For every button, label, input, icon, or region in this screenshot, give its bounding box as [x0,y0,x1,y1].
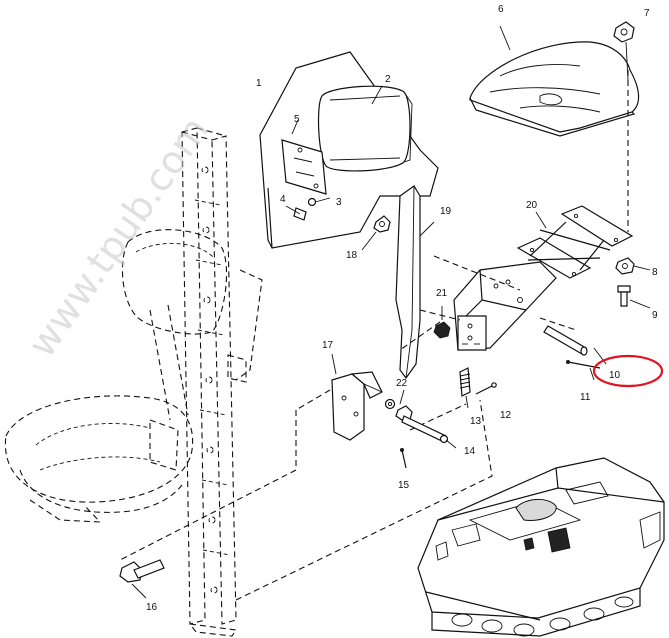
part-2-headrest [317,85,413,172]
part-19-rail [395,185,435,380]
part-1-panel [259,51,439,249]
part-6-seat-pan [469,25,640,137]
part-15-cotter [399,447,407,469]
phantom-seat-assembly [4,127,263,637]
watermark-text: www.tpub.com [19,109,217,365]
part-10-pin [543,325,588,356]
callout-2: 2 [385,74,391,85]
highlight-ellipse-part-10 [592,354,664,388]
vehicle-locator-illustration [417,457,665,637]
callout-15: 15 [398,480,410,491]
part-12-pin [475,382,497,395]
part-21-nut [433,306,451,339]
callout-5: 5 [294,114,300,125]
part-13-spring [459,367,471,409]
callout-3: 3 [336,197,342,208]
callout-22: 22 [396,378,408,389]
part-16-bolt [119,559,165,599]
callout-16: 16 [146,602,158,613]
callout-14: 14 [464,446,476,457]
callout-6: 6 [498,4,504,15]
part-7-nut [613,21,635,81]
callout-1: 1 [256,78,262,89]
callout-11: 11 [580,392,591,403]
part-17-bracket [331,353,383,441]
callout-12: 12 [500,410,512,421]
part-8-9-hardware [615,257,651,309]
callout-9: 9 [652,310,658,321]
part-5-bracket [281,119,327,195]
part-22-washer-nut [384,389,413,421]
part-14-pin [401,415,457,449]
slide-mechanism [453,261,557,351]
callout-18: 18 [346,250,358,261]
callout-10: 10 [609,370,621,381]
callout-4: 4 [280,194,286,205]
callout-19: 19 [440,206,452,217]
callout-21: 21 [436,288,448,299]
part-4-3-fasteners [285,197,331,221]
callout-labels: 1 2 3 4 5 6 7 8 9 10 11 12 13 14 15 16 1… [146,4,658,613]
callout-17: 17 [322,340,334,351]
callout-7: 7 [644,8,650,19]
callout-13: 13 [470,416,482,427]
callout-20: 20 [526,200,538,211]
callout-8: 8 [652,267,658,278]
part-20-bracket [516,205,634,279]
part-18-nut [361,215,391,251]
